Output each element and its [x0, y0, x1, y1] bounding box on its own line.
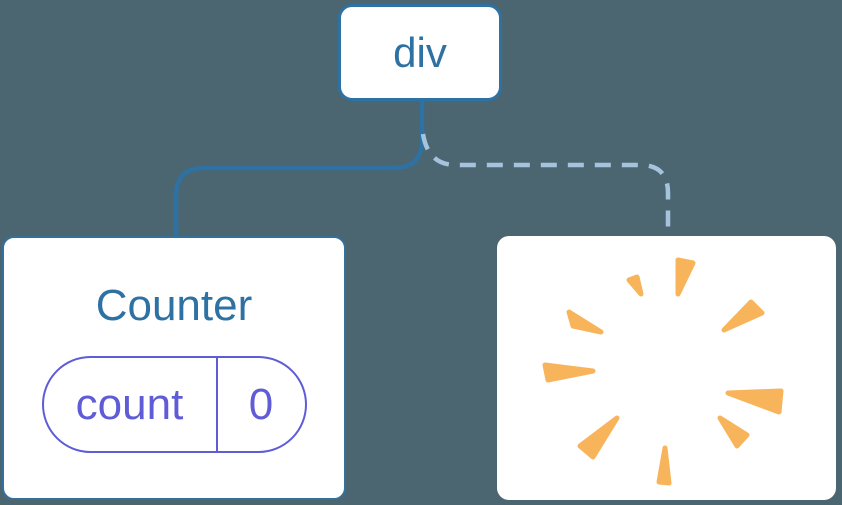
state-pill: count 0	[41, 356, 307, 453]
root-node-label: div	[393, 28, 447, 76]
connector-dashed-line	[420, 133, 671, 237]
state-value: 0	[248, 379, 274, 429]
state-name: count	[44, 358, 218, 451]
root-node-div: div	[338, 4, 502, 101]
counter-node-card: Counter count 0	[2, 236, 346, 500]
removed-node-card	[497, 236, 836, 500]
counter-title: Counter	[95, 281, 253, 330]
poof-burst-icon	[542, 257, 784, 486]
connector-solid-line	[173, 101, 425, 237]
